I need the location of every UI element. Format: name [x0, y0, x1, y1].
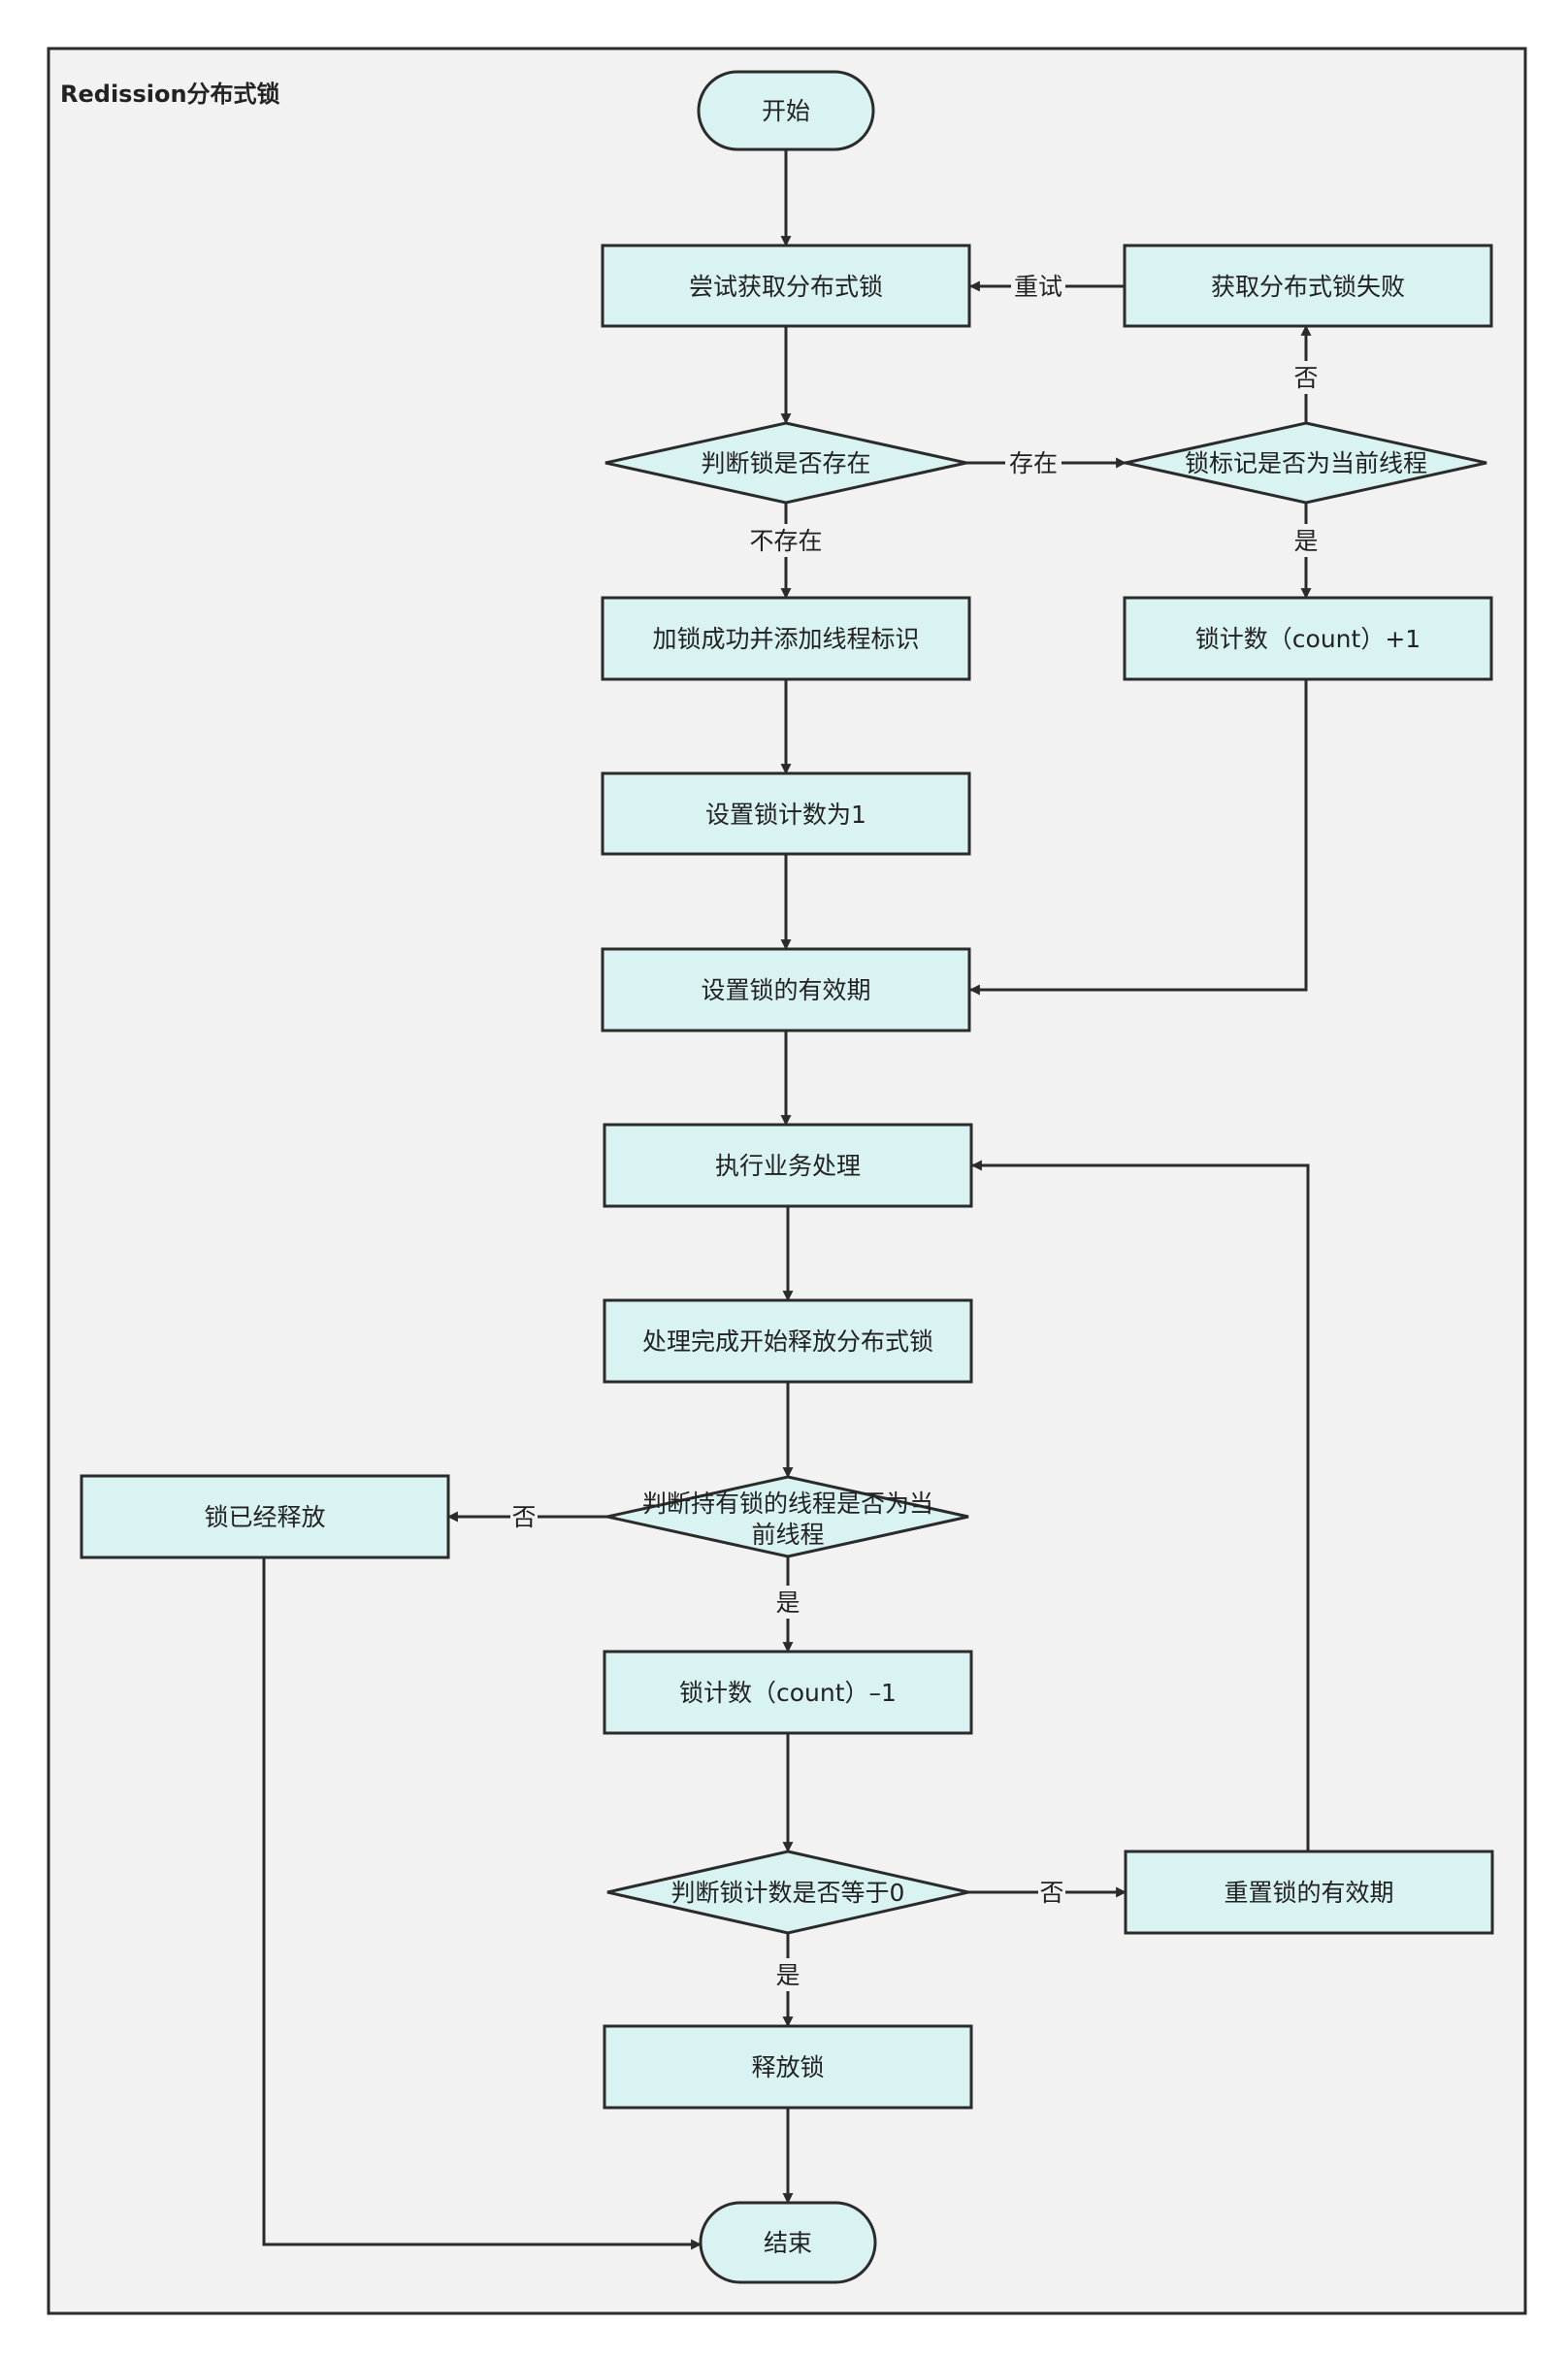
node-count-plus — [1123, 596, 1493, 681]
edge-label-exists: 存在 — [1009, 449, 1058, 477]
node-business-label: 执行业务处理 — [715, 1152, 861, 1180]
node-set-count-one — [601, 771, 971, 856]
node-is-current-thread — [1125, 421, 1487, 505]
node-end — [699, 2201, 877, 2284]
node-set-count-one-label: 设置锁计数为1 — [705, 801, 866, 829]
node-count-minus-label: 锁计数（count）–1 — [679, 1679, 897, 1707]
node-count-plus-label: 锁计数（count）+1 — [1195, 625, 1421, 653]
node-lock-exists-label: 判断锁是否存在 — [701, 449, 870, 477]
node-holder-is-current-label-line2: 前线程 — [751, 1521, 824, 1549]
node-reset-expiry-label: 重置锁的有效期 — [1224, 1879, 1393, 1907]
node-lock-exists — [604, 421, 967, 505]
edge-label-holder-no: 否 — [511, 1503, 536, 1531]
node-is-current-thread-label: 锁标记是否为当前线程 — [1185, 449, 1427, 477]
node-acquire-failed-label: 获取分布式锁失败 — [1211, 273, 1405, 301]
node-start-release-label: 处理完成开始释放分布式锁 — [642, 1327, 933, 1356]
node-try-acquire-label: 尝试获取分布式锁 — [689, 273, 883, 301]
node-lock-released-label: 锁已经释放 — [204, 1503, 325, 1531]
node-release-label: 释放锁 — [751, 2053, 824, 2081]
node-try-acquire — [601, 244, 971, 328]
edge-label-zero-no: 否 — [1039, 1879, 1063, 1907]
edge-label-holder-yes: 是 — [775, 1588, 800, 1617]
node-start-label: 开始 — [762, 97, 810, 125]
node-lock-success — [601, 596, 971, 681]
edge-label-not-exists: 不存在 — [749, 527, 822, 555]
node-holder-is-current — [606, 1475, 969, 1558]
node-start — [697, 70, 875, 151]
node-count-is-zero-label: 判断锁计数是否等于0 — [671, 1879, 905, 1907]
node-start-release — [603, 1298, 973, 1384]
node-reset-expiry — [1124, 1850, 1494, 1935]
edge-label-no-current: 否 — [1293, 364, 1318, 392]
frame-title: Redission分布式锁 — [60, 81, 280, 108]
node-set-expiry-label: 设置锁的有效期 — [701, 976, 870, 1004]
node-release — [603, 2024, 973, 2110]
node-count-minus — [603, 1650, 973, 1735]
node-holder-is-current-label-line1: 判断持有锁的线程是否为当 — [642, 1490, 933, 1518]
node-lock-success-label: 加锁成功并添加线程标识 — [652, 625, 919, 653]
node-end-label: 结束 — [764, 2229, 812, 2257]
edge-label-zero-yes: 是 — [775, 1961, 800, 1989]
edge-label-retry: 重试 — [1014, 273, 1062, 301]
node-lock-released — [80, 1474, 450, 1559]
edge-reset-to-business — [970, 1160, 1310, 1851]
node-count-is-zero — [606, 1850, 969, 1935]
node-set-expiry — [601, 947, 971, 1032]
edge-count-plus-to-expiry — [968, 679, 1308, 996]
edge-label-yes-current: 是 — [1293, 527, 1318, 555]
edge-released-to-end — [262, 1557, 702, 2250]
node-acquire-failed — [1123, 244, 1493, 328]
nodes — [80, 70, 1494, 2284]
node-labels: 开始 尝试获取分布式锁 获取分布式锁失败 判断锁是否存在 锁标记是否为当前线程 … — [204, 97, 1427, 2257]
node-business — [603, 1123, 973, 1208]
edge-labels: 重试 否 存在 不存在 是 否 是 否 是 — [510, 270, 1320, 1991]
